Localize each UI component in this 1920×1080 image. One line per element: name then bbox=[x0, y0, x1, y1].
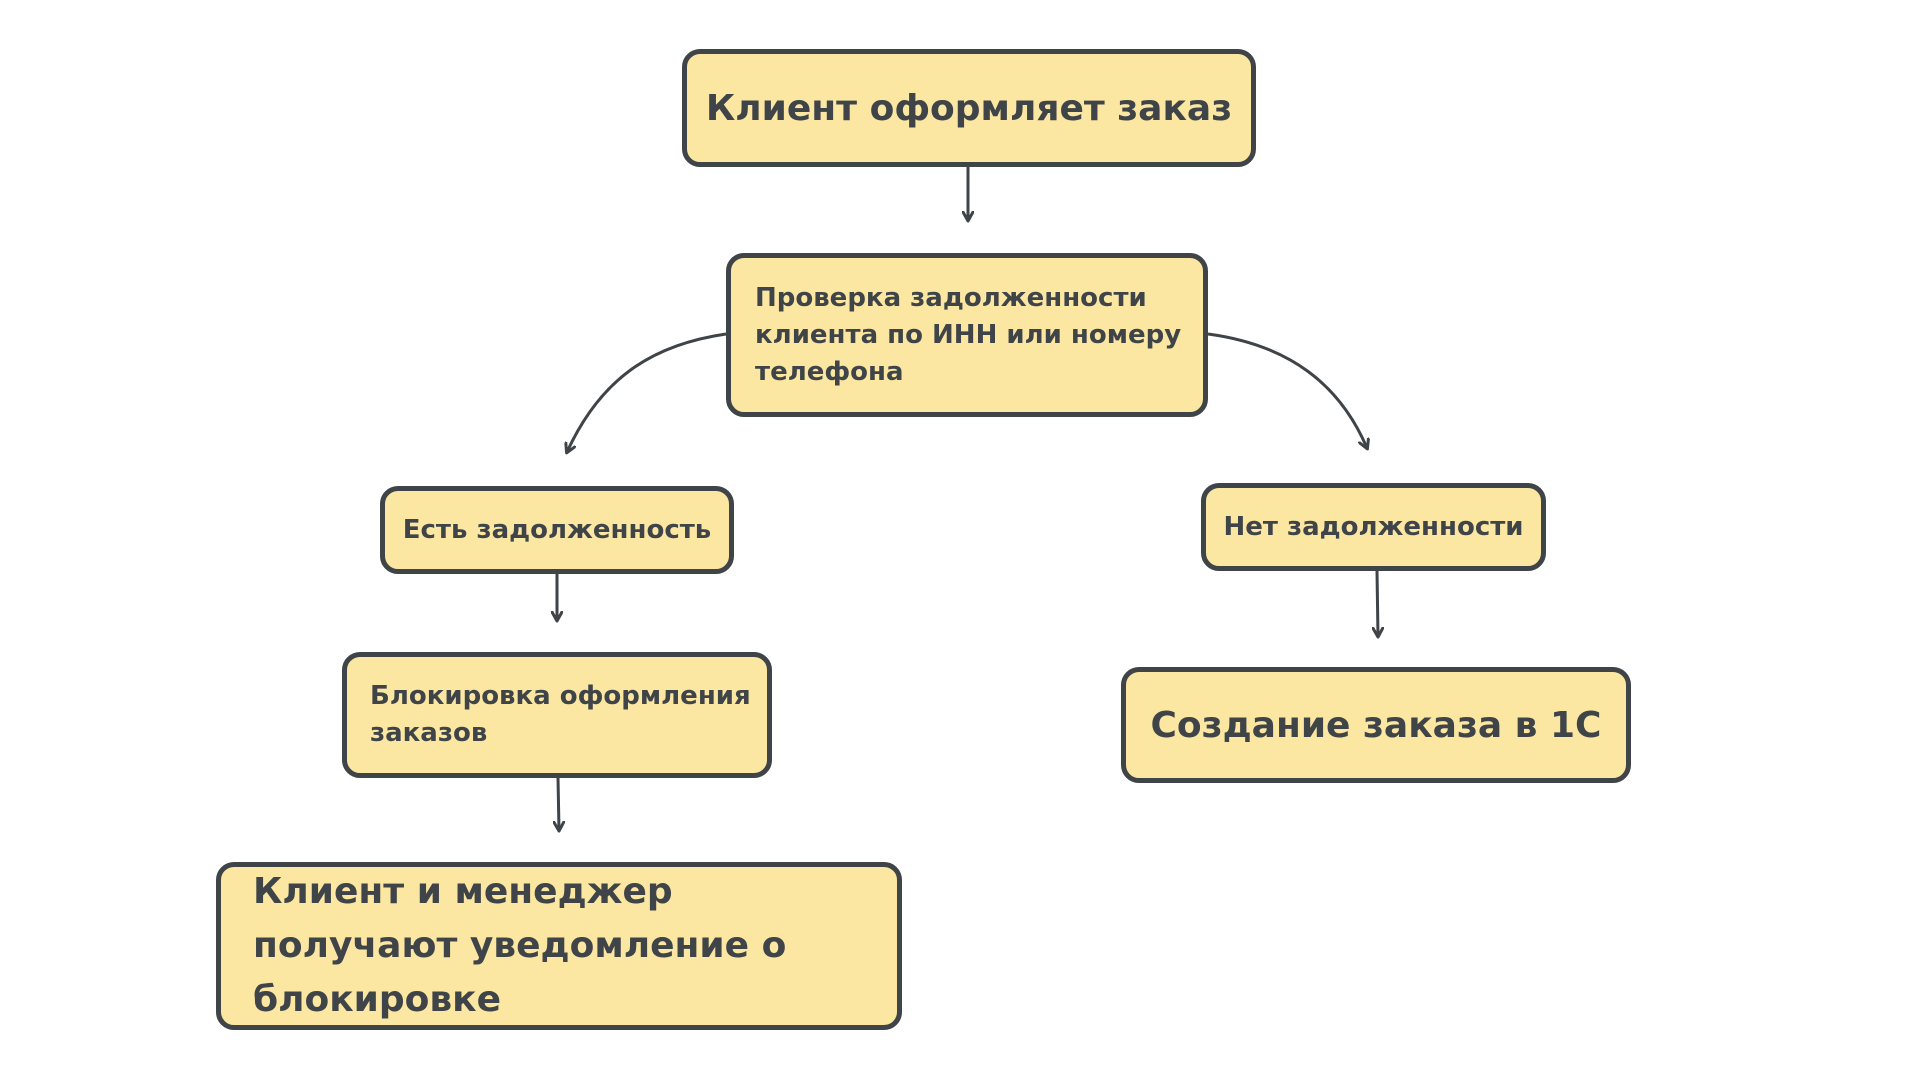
edge-check-to-no-debt bbox=[1207, 332, 1367, 448]
node-order-blocking: Блокировка оформления заказов bbox=[342, 652, 772, 778]
node-label: Нет задолженности bbox=[1223, 512, 1524, 542]
node-label: Блокировка оформления заказов bbox=[370, 681, 751, 748]
node-create-order-1c: Создание заказа в 1С bbox=[1121, 667, 1631, 783]
node-label: Клиент и менеджер получают уведомление о… bbox=[253, 871, 787, 1020]
node-label: Клиент оформляет заказ bbox=[705, 87, 1233, 129]
node-label: Проверка задолженности клиента по ИНН ил… bbox=[755, 282, 1182, 387]
node-label: Есть задолженность bbox=[402, 515, 712, 545]
node-block-notification: Клиент и менеджер получают уведомление о… bbox=[216, 862, 902, 1030]
edge-block-to-notify bbox=[558, 777, 559, 830]
node-has-debt: Есть задолженность bbox=[380, 486, 734, 574]
node-client-places-order: Клиент оформляет заказ bbox=[682, 49, 1256, 167]
edge-check-to-debt bbox=[567, 332, 727, 452]
node-no-debt: Нет задолженности bbox=[1201, 483, 1546, 571]
edge-no-debt-to-create bbox=[1377, 570, 1378, 636]
node-debt-check: Проверка задолженности клиента по ИНН ил… bbox=[726, 253, 1208, 417]
node-label: Создание заказа в 1С bbox=[1150, 704, 1602, 746]
